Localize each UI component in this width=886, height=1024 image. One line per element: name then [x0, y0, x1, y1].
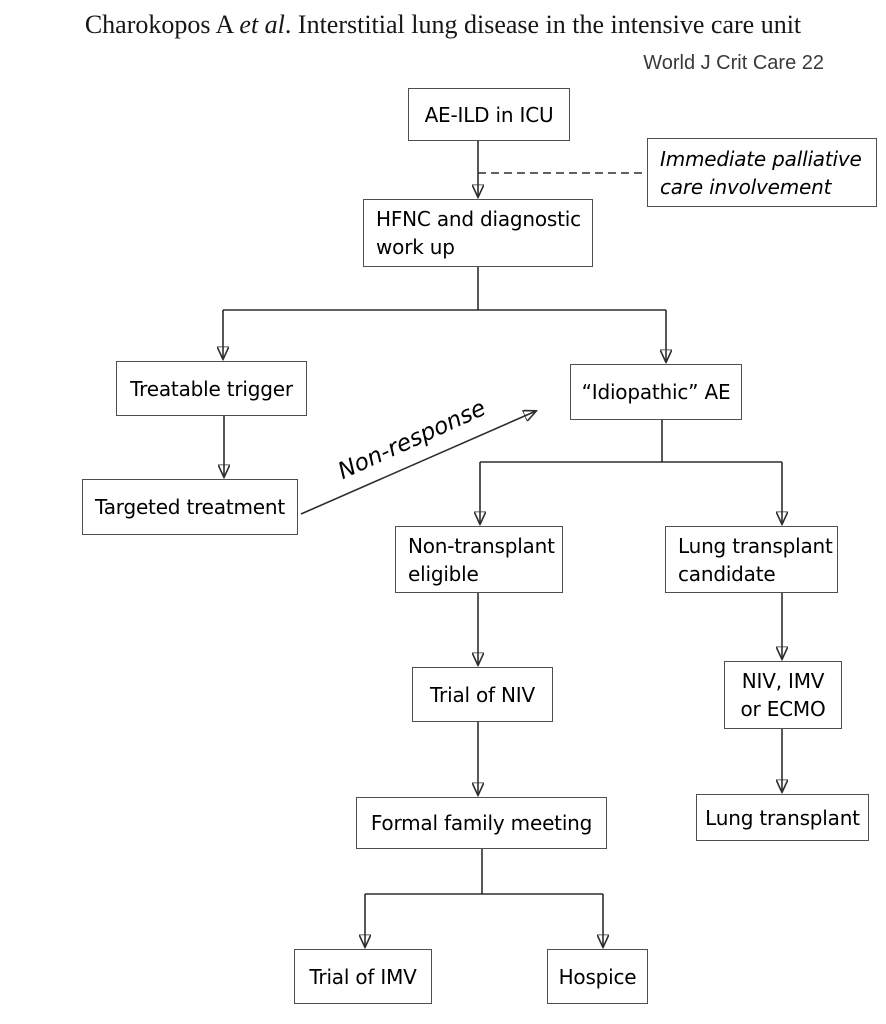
node-hfnc-diagnostic-workup: HFNC and diagnostic work up: [363, 199, 593, 267]
paper-citation: Charokopos A et al. Interstitial lung di…: [0, 10, 886, 40]
node-lung-transplant-candidate: Lung transplant candidate: [665, 526, 838, 593]
node-niv-imv-or-ecmo: NIV, IMV or ECMO: [724, 661, 842, 729]
node-trial-of-niv: Trial of NIV: [412, 667, 553, 722]
node-idiopathic-ae-label: “Idiopathic” AE: [581, 380, 731, 404]
node-trial-of-imv: Trial of IMV: [294, 949, 432, 1004]
node-targeted-treatment: Targeted treatment: [82, 479, 298, 535]
node-trial-of-imv-label: Trial of IMV: [309, 964, 417, 989]
node-niv-imv-or-ecmo-label: NIV, IMV or ECMO: [740, 669, 826, 721]
node-ae-ild-in-icu: AE-ILD in ICU: [408, 88, 570, 141]
node-immediate-palliative-care-label: Immediate palliative care involvement: [660, 146, 862, 199]
node-non-transplant-eligible: Non-transplant eligible: [395, 526, 563, 593]
node-treatable-trigger: Treatable trigger: [116, 361, 307, 416]
node-treatable-trigger-label: Treatable trigger: [130, 376, 293, 401]
node-lung-transplant: Lung transplant: [696, 794, 869, 841]
node-formal-family-meeting-label: Formal family meeting: [370, 811, 593, 835]
node-lung-transplant-label: Lung transplant: [705, 805, 860, 830]
node-idiopathic-ae: “Idiopathic” AE: [570, 364, 742, 420]
node-hfnc-diagnostic-workup-label: HFNC and diagnostic work up: [376, 207, 581, 259]
node-trial-of-niv-label: Trial of NIV: [429, 682, 535, 707]
node-ae-ild-in-icu-label: AE-ILD in ICU: [424, 102, 554, 127]
node-non-transplant-eligible-label: Non-transplant eligible: [408, 533, 555, 586]
node-hospice: Hospice: [547, 949, 648, 1004]
citation-etal: et al: [239, 10, 285, 39]
node-targeted-treatment-label: Targeted treatment: [95, 495, 285, 519]
journal-name: World J Crit Care 22: [643, 52, 824, 74]
node-immediate-palliative-care: Immediate palliative care involvement: [647, 138, 877, 207]
citation-title: . Interstitial lung disease in the inten…: [284, 10, 802, 39]
node-hospice-label: Hospice: [558, 964, 637, 989]
citation-author: Charokopos A: [84, 10, 240, 39]
node-formal-family-meeting: Formal family meeting: [356, 797, 607, 849]
node-lung-transplant-candidate-label: Lung transplant candidate: [678, 533, 833, 586]
edge-label-non-response: Non-response: [334, 395, 490, 485]
